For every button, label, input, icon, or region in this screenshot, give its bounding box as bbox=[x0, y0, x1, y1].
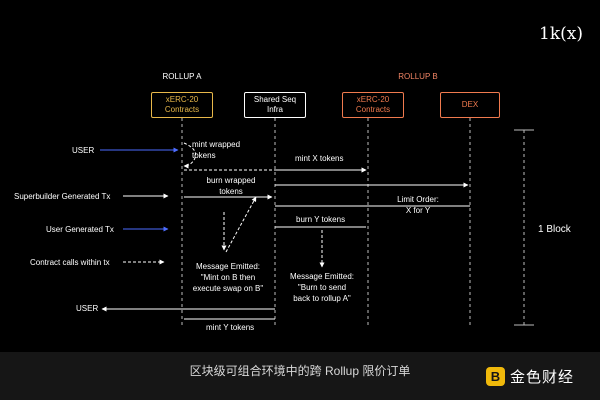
dex-box: DEX bbox=[440, 92, 500, 118]
brand-logo: 1k(x) bbox=[539, 24, 583, 44]
shared-seq-box: Shared Seq Infra bbox=[244, 92, 306, 118]
xerc20-b-box: xERC-20 Contracts bbox=[342, 92, 404, 118]
superbuilder-label: Superbuilder Generated Tx bbox=[14, 192, 111, 201]
burn-wrapped-label: burn wrapped tokens bbox=[206, 176, 256, 196]
limit-order-label: Limit Order: X for Y bbox=[397, 195, 439, 215]
message-a-label: Message Emitted: "Mint on B then execute… bbox=[192, 262, 264, 293]
diagram-lines bbox=[100, 118, 534, 326]
rollup-b-label: ROLLUP B bbox=[398, 72, 438, 81]
mint-wrapped-label: mint wrapped tokens bbox=[192, 140, 241, 160]
jinse-logo-icon: B bbox=[486, 367, 505, 386]
rollup-a-label: ROLLUP A bbox=[162, 72, 202, 81]
burn-y-label: burn Y tokens bbox=[296, 215, 346, 224]
block-label: 1 Block bbox=[538, 224, 571, 235]
message-b-label: Message Emitted: "Burn to send back to r… bbox=[289, 272, 355, 303]
contract-calls-label: Contract calls within tx bbox=[30, 258, 110, 267]
message-a-arrow bbox=[225, 196, 257, 253]
user-bottom-label: USER bbox=[76, 304, 99, 313]
mint-x-label: mint X tokens bbox=[295, 154, 344, 163]
mint-y-label: mint Y tokens bbox=[206, 323, 255, 332]
caption: 区块级可组合环境中的跨 Rollup 限价订单 bbox=[189, 364, 411, 378]
logo-text: 金色财经 bbox=[510, 369, 575, 386]
footer: 区块级可组合环境中的跨 Rollup 限价订单 B 金色财经 bbox=[0, 352, 600, 400]
sequence-diagram: 1k(x) ROLLUP A ROLLUP B xERC-20 Contract… bbox=[14, 24, 583, 332]
user-top-label: USER bbox=[72, 146, 95, 155]
source-logo: B 金色财经 bbox=[486, 366, 574, 387]
user-generated-label: User Generated Tx bbox=[46, 225, 114, 234]
self-call-arrow bbox=[183, 142, 197, 169]
xerc20-a-box: xERC-20 Contracts bbox=[151, 92, 213, 118]
